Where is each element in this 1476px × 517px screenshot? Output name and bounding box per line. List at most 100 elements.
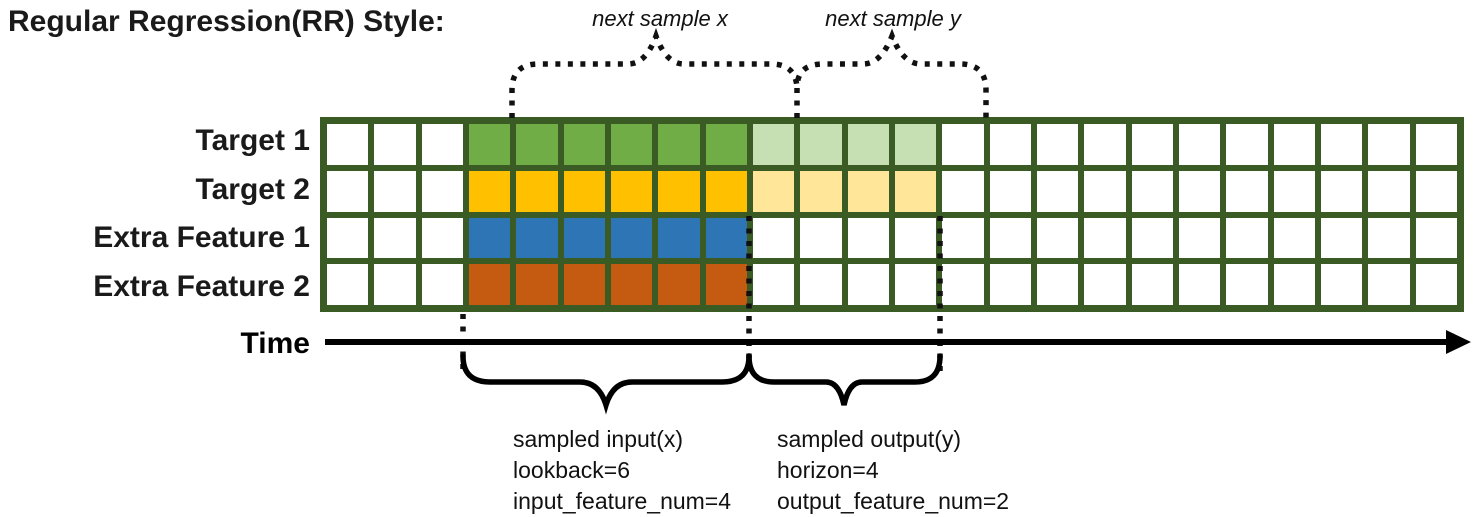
grid-cell (658, 170, 700, 212)
grid-cell (800, 170, 842, 212)
grid-cell (1415, 264, 1457, 305)
grid-cell (563, 170, 605, 212)
grid-cell (1178, 264, 1221, 305)
grid-cell (989, 170, 1031, 212)
grid-cell (847, 264, 889, 305)
grid-cell (1131, 217, 1173, 259)
next-sample-x-label: next sample x (592, 6, 728, 31)
time-arrow-head (1446, 330, 1471, 354)
grid-cell (374, 170, 416, 212)
grid-cell (1178, 217, 1221, 259)
grid-cell (468, 217, 511, 259)
grid-cell (1084, 124, 1126, 165)
grid-cell (1226, 124, 1268, 165)
grid-cell (1273, 217, 1315, 259)
grid-cell (1368, 124, 1410, 165)
grid-cell (752, 124, 795, 165)
grid-cell (468, 124, 511, 165)
lookback-line: lookback=6 (513, 457, 630, 483)
grid-cell (421, 217, 463, 259)
sampled-output-annotation: sampled output(y) horizon=4 output_featu… (777, 424, 1009, 517)
sampled-input-annotation: sampled input(x) lookback=6 input_featur… (513, 424, 731, 517)
horizon-line: horizon=4 (777, 457, 879, 483)
grid-cell (705, 170, 747, 212)
grid-cell (374, 264, 416, 305)
grid-cell (752, 170, 795, 212)
grid-cell (1178, 170, 1221, 212)
grid-cell (421, 264, 463, 305)
grid-cell (374, 217, 416, 259)
grid-cell (327, 124, 369, 165)
grid-cell (752, 217, 795, 259)
row-label-extra-feature-2: Extra Feature 2 (93, 270, 310, 303)
grid-cell (894, 264, 937, 305)
grid-cell (516, 124, 558, 165)
time-axis-label: Time (240, 327, 310, 360)
grid-cell (1368, 217, 1410, 259)
grid-cell (1415, 170, 1457, 212)
grid-cell (327, 217, 369, 259)
grid-cell (1320, 264, 1363, 305)
grid-cell (847, 170, 889, 212)
grid-cell (1273, 170, 1315, 212)
grid-cell (1084, 217, 1126, 259)
grid-cell (610, 264, 653, 305)
grid-cell (894, 217, 937, 259)
grid-cell (1084, 264, 1126, 305)
grid-cell (942, 217, 984, 259)
grid-cell (1368, 170, 1410, 212)
input-feature-num-line: input_feature_num=4 (513, 488, 732, 514)
grid-cell (1273, 124, 1315, 165)
grid-cell (421, 170, 463, 212)
next-sample-y-brace (794, 28, 989, 118)
grid-cell (989, 124, 1031, 165)
sampled-output-line: sampled output(y) (777, 426, 962, 452)
grid-cell (752, 264, 795, 305)
grid-cell (1178, 124, 1221, 165)
grid-cell (800, 264, 842, 305)
grid-cell (1131, 264, 1173, 305)
grid-cell (1036, 124, 1079, 165)
grid-cell (1226, 170, 1268, 212)
grid-cell (989, 264, 1031, 305)
grid-cell (705, 264, 747, 305)
grid-cell (800, 124, 842, 165)
sampled-output-brace (746, 353, 943, 406)
diagram-title: Regular Regression(RR) Style: (8, 5, 445, 38)
grid-cell (800, 217, 842, 259)
grid-cell (989, 217, 1031, 259)
row-label-target-1: Target 1 (195, 124, 310, 157)
grid-cell (1226, 264, 1268, 305)
grid-cell (327, 170, 369, 212)
grid-cell (1036, 170, 1079, 212)
grid-cell (1036, 264, 1079, 305)
grid-cell (1415, 217, 1457, 259)
grid-cell (1131, 124, 1173, 165)
grid-cell (658, 124, 700, 165)
grid-cell (516, 170, 558, 212)
grid-cell (563, 217, 605, 259)
grid-cell (1226, 217, 1268, 259)
grid-cell (942, 124, 984, 165)
row-label-target-2: Target 2 (195, 173, 310, 206)
grid-cell (1368, 264, 1410, 305)
output-feature-num-line: output_feature_num=2 (777, 488, 1010, 514)
grid-cell (1084, 170, 1126, 212)
grid-cell (516, 264, 558, 305)
grid-cell (1320, 170, 1363, 212)
grid-cell (847, 124, 889, 165)
sampled-input-brace (460, 353, 752, 415)
grid-cell (468, 170, 511, 212)
grid-cell (658, 217, 700, 259)
row-label-extra-feature-1: Extra Feature 1 (93, 221, 310, 254)
next-sample-x-brace (509, 27, 800, 118)
grid-cell (610, 170, 653, 212)
grid-cell (563, 124, 605, 165)
grid-cell (327, 264, 369, 305)
grid-cell (468, 264, 511, 305)
grid-cell (894, 170, 937, 212)
grid-cell (1131, 170, 1173, 212)
grid-cell (894, 124, 937, 165)
grid-cell (516, 217, 558, 259)
grid-cell (1036, 217, 1079, 259)
